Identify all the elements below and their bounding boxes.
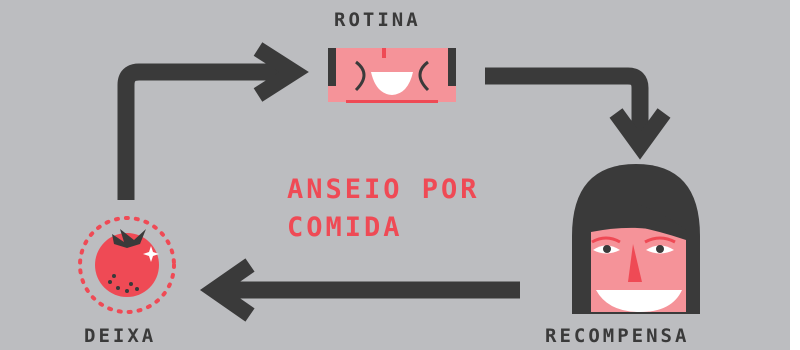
eating-mouth-icon: [328, 48, 456, 103]
tomato-icon: [78, 216, 176, 314]
reward-label: RECOMPENSA: [545, 325, 690, 347]
arrow-reward-to-cue: [199, 258, 520, 322]
arrow-cue-to-routine: [117, 42, 309, 200]
smiling-face-icon: [572, 164, 700, 314]
craving-text-line-1: ANSEIO POR: [287, 174, 480, 205]
craving-text-line-2: COMIDA: [287, 212, 403, 243]
routine-label: ROTINA: [334, 9, 421, 31]
arrow-routine-to-reward: [485, 67, 671, 160]
cue-label: DEIXA: [84, 325, 157, 347]
craving-text: ANSEIO POR COMIDA: [287, 171, 480, 247]
